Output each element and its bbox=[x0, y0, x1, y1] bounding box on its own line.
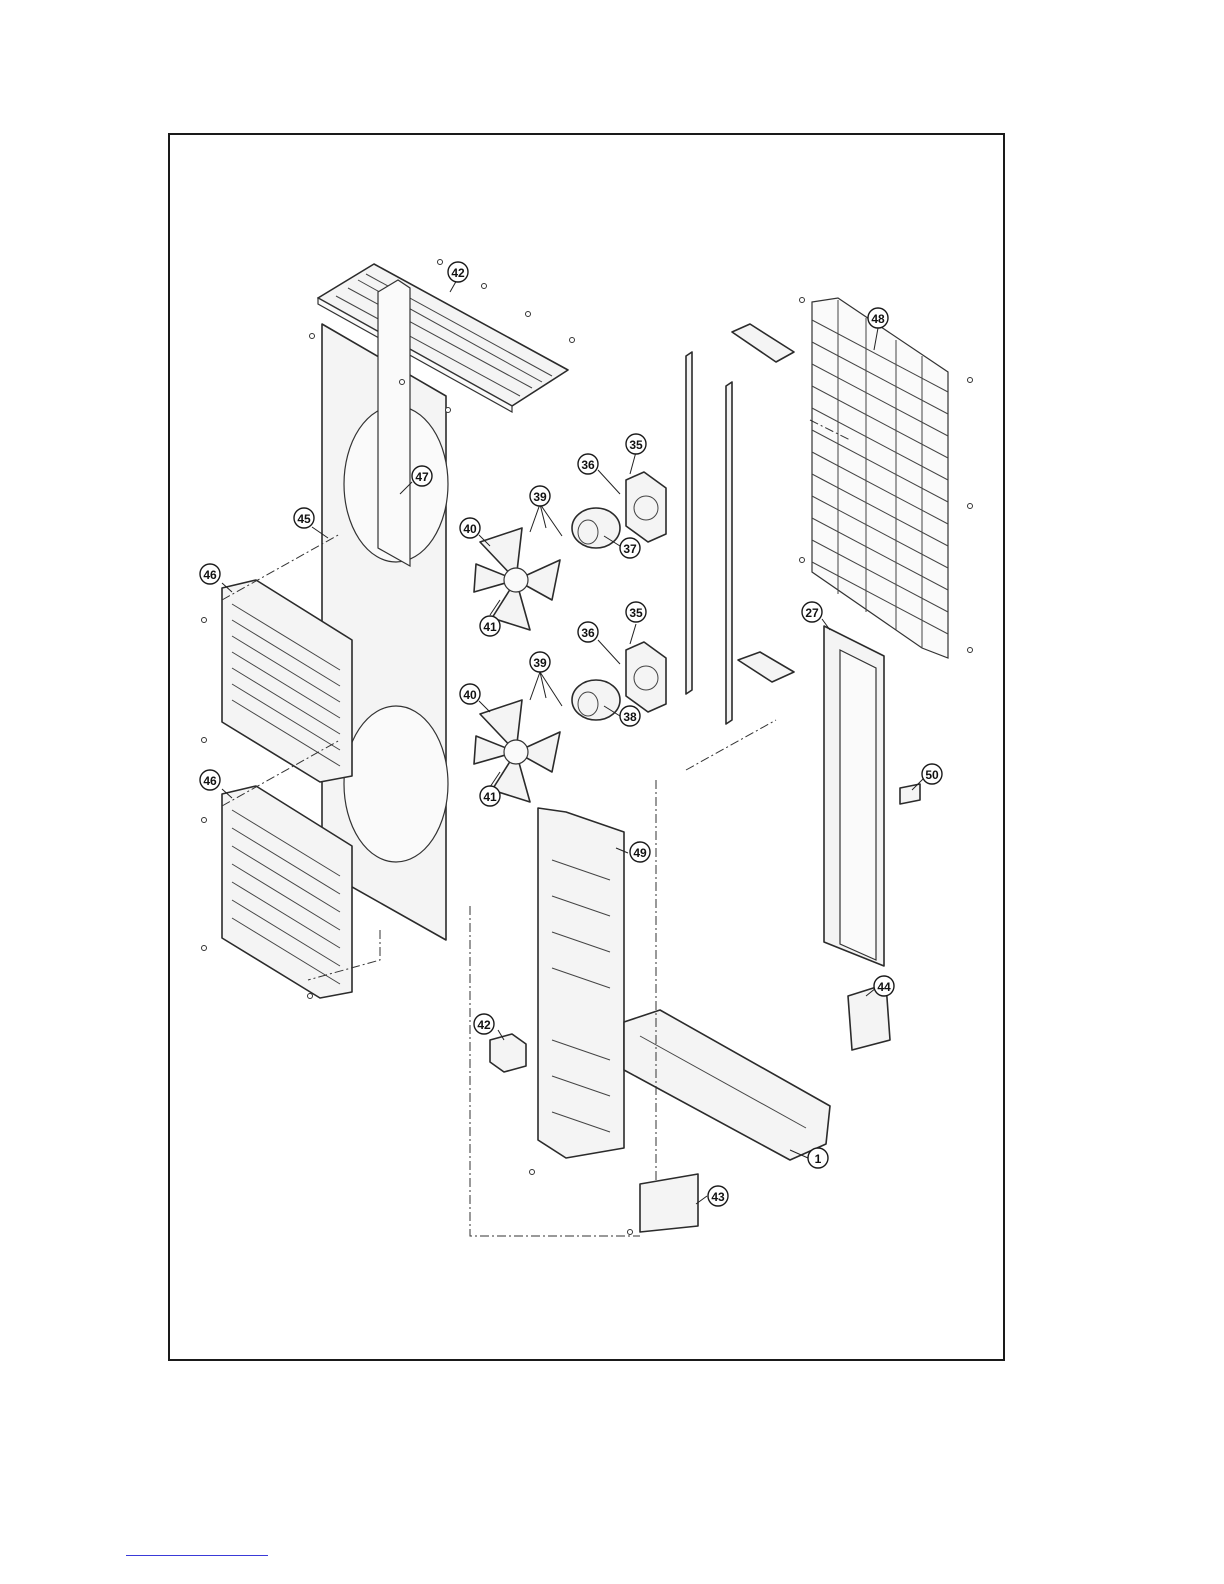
callout-label: 46 bbox=[203, 568, 217, 582]
callout-42-top: 42 bbox=[448, 262, 468, 282]
clamp bbox=[900, 784, 920, 804]
upper-motor-bracket bbox=[626, 472, 666, 542]
callout-40-upper: 40 bbox=[460, 518, 480, 538]
callout-label: 39 bbox=[533, 656, 547, 670]
callout-48: 48 bbox=[868, 308, 888, 328]
callout-43: 43 bbox=[708, 1186, 728, 1206]
callout-42-lower: 42 bbox=[474, 1014, 494, 1034]
callout-44: 44 bbox=[874, 976, 894, 996]
callout-label: 36 bbox=[581, 458, 595, 472]
callout-49: 49 bbox=[630, 842, 650, 862]
callout-label: 44 bbox=[877, 980, 891, 994]
callout-45: 45 bbox=[294, 508, 314, 528]
callout-label: 50 bbox=[925, 768, 939, 782]
callout-label: 1 bbox=[815, 1152, 822, 1166]
callout-46-lower: 46 bbox=[200, 770, 220, 790]
callout-label: 42 bbox=[451, 266, 465, 280]
callout-label: 48 bbox=[871, 312, 885, 326]
callout-label: 41 bbox=[483, 790, 497, 804]
callout-label: 43 bbox=[711, 1190, 725, 1204]
corner-cover bbox=[640, 1174, 698, 1232]
support-rails bbox=[686, 324, 794, 724]
callout-47: 47 bbox=[412, 466, 432, 486]
callout-label: 36 bbox=[581, 626, 595, 640]
lower-motor bbox=[572, 680, 620, 720]
callout-label: 42 bbox=[477, 1018, 491, 1032]
callout-label: 46 bbox=[203, 774, 217, 788]
callout-38: 38 bbox=[620, 706, 640, 726]
lower-motor-bracket bbox=[626, 642, 666, 712]
callout-label: 38 bbox=[623, 710, 637, 724]
side-panel bbox=[538, 808, 624, 1158]
right-side-panel bbox=[824, 626, 884, 966]
callout-label: 41 bbox=[483, 620, 497, 634]
callout-37: 37 bbox=[620, 538, 640, 558]
callout-label: 35 bbox=[629, 438, 643, 452]
callout-label: 49 bbox=[633, 846, 647, 860]
callout-label: 37 bbox=[623, 542, 637, 556]
callout-label: 45 bbox=[297, 512, 311, 526]
callout-35-lower: 35 bbox=[626, 602, 646, 622]
callout-40-lower: 40 bbox=[460, 684, 480, 704]
callout-46-upper: 46 bbox=[200, 564, 220, 584]
callout-label: 35 bbox=[629, 606, 643, 620]
callout-36-lower: 36 bbox=[578, 622, 598, 642]
callout-label: 40 bbox=[463, 688, 477, 702]
wire-guard bbox=[812, 298, 948, 658]
callout-41-upper: 41 bbox=[480, 616, 500, 636]
callout-label: 27 bbox=[805, 606, 819, 620]
callout-39-lower: 39 bbox=[530, 652, 550, 672]
callout-label: 40 bbox=[463, 522, 477, 536]
small-cover bbox=[490, 1034, 526, 1072]
callout-41-lower: 41 bbox=[480, 786, 500, 806]
base-pan bbox=[624, 1010, 830, 1160]
callout-label: 47 bbox=[415, 470, 429, 484]
callout-27: 27 bbox=[802, 602, 822, 622]
callout-36-upper: 36 bbox=[578, 454, 598, 474]
callout-39-upper: 39 bbox=[530, 486, 550, 506]
callout-label: 39 bbox=[533, 490, 547, 504]
callout-1: 1 bbox=[808, 1148, 828, 1168]
callout-50: 50 bbox=[922, 764, 942, 784]
footer-link-underline[interactable] bbox=[126, 1555, 268, 1556]
callout-35-upper: 35 bbox=[626, 434, 646, 454]
